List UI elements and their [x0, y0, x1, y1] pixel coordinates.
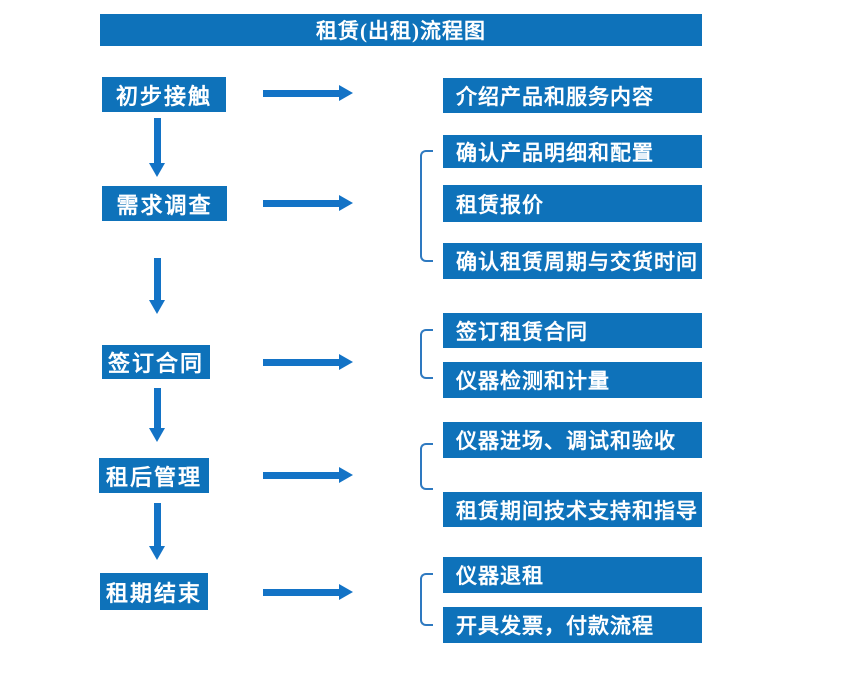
arrow-right-icon: [263, 354, 353, 370]
detail-box-confirm-period-delivery: 确认租赁周期与交货时间: [443, 243, 702, 279]
detail-box-introduce-products-services: 介绍产品和服务内容: [443, 78, 702, 113]
step-box-rental-end: 租期结束: [100, 573, 208, 610]
detail-box-technical-support: 租赁期间技术支持和指导: [443, 492, 702, 527]
arrow-right-icon: [263, 584, 353, 600]
arrow-right-icon: [263, 467, 353, 483]
arrow-down-icon: [149, 503, 165, 560]
arrow-down-icon: [149, 388, 165, 442]
arrow-right-icon: [263, 85, 353, 101]
step-box-post-rental-management: 租后管理: [99, 458, 209, 493]
arrow-down-icon: [149, 258, 165, 314]
group-bracket-icon: [420, 443, 433, 490]
arrow-right-icon: [263, 195, 353, 211]
detail-box-sign-rental-contract: 签订租赁合同: [443, 313, 702, 348]
detail-box-instrument-testing: 仪器检测和计量: [443, 362, 702, 398]
group-bracket-icon: [420, 329, 433, 379]
detail-box-instrument-setup-acceptance: 仪器进场、调试和验收: [443, 422, 702, 458]
arrow-down-icon: [149, 118, 165, 177]
detail-box-invoice-payment: 开具发票，付款流程: [443, 607, 702, 643]
step-box-demand-survey: 需求调查: [102, 186, 227, 221]
detail-box-confirm-product-details: 确认产品明细和配置: [443, 135, 702, 168]
page-title: 租赁(出租)流程图: [100, 14, 702, 46]
group-bracket-icon: [420, 573, 433, 626]
step-box-sign-contract: 签订合同: [102, 345, 210, 379]
step-box-initial-contact: 初步接触: [102, 77, 226, 112]
detail-box-instrument-return: 仪器退租: [443, 557, 702, 593]
group-bracket-icon: [420, 150, 433, 262]
detail-box-rental-quote: 租赁报价: [443, 185, 702, 222]
